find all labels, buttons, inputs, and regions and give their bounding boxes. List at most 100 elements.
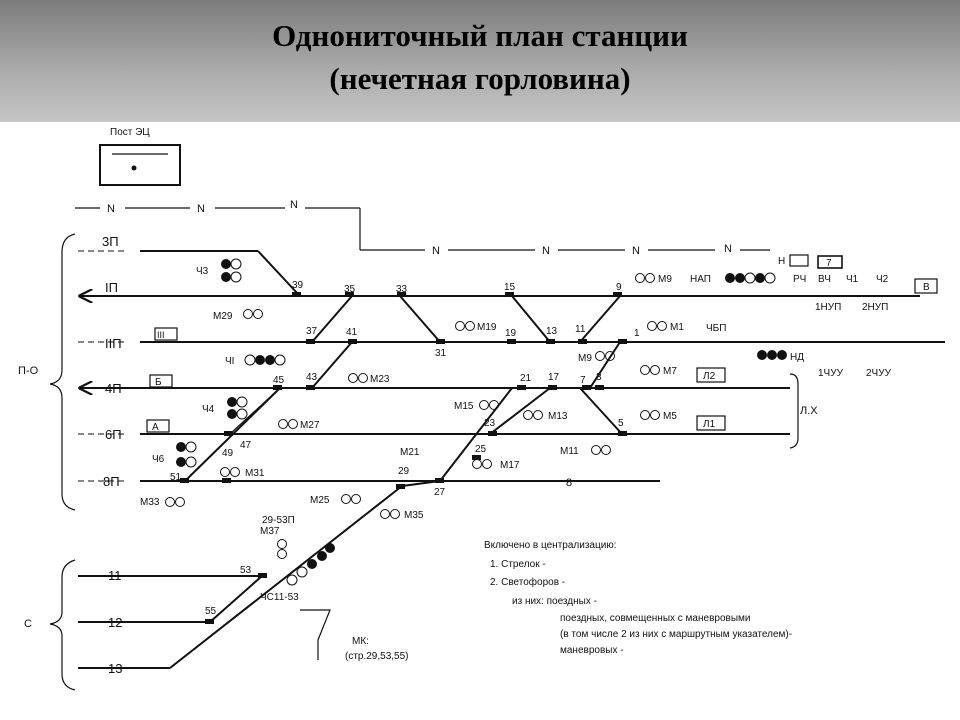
signal-m9: М9 xyxy=(658,274,672,285)
switch-17: 17 xyxy=(548,372,560,383)
tag-b: Б xyxy=(155,377,162,388)
label-1chuu: 1ЧУУ xyxy=(818,368,844,379)
n-marker-1: N xyxy=(107,203,115,215)
signal-m29: М29 xyxy=(213,311,233,322)
switch-15: 15 xyxy=(504,282,516,293)
label-v-arrow: В xyxy=(923,282,930,293)
switch-37: 37 xyxy=(306,326,318,337)
title-line-2: (нечетная горловина) xyxy=(329,61,631,96)
label-ch2: Ч2 xyxy=(876,274,889,285)
label-ch1: Ч1 xyxy=(846,274,859,285)
note-line-7: маневровых - xyxy=(560,645,624,656)
switch-19: 19 xyxy=(505,328,517,339)
signal-m37: М37 xyxy=(260,526,280,537)
switch-3: 3 xyxy=(596,372,602,383)
label-vch: ВЧ xyxy=(818,274,831,285)
switch-53: 53 xyxy=(240,565,252,576)
mk-ref: (стр.29,53,55) xyxy=(345,651,409,662)
track-label-8p: 8П xyxy=(103,474,120,489)
signal-m23: М23 xyxy=(370,374,390,385)
note-line-6: (в том числе 2 из них с маршрутным указа… xyxy=(560,629,792,640)
switch-23: 23 xyxy=(484,418,496,429)
signal-ch4: Ч4 xyxy=(202,404,215,415)
signal-m27: М27 xyxy=(300,420,320,431)
track-label-1p: IП xyxy=(105,280,118,295)
label-2chuu: 2ЧУУ xyxy=(866,368,892,379)
centralization-notes: Включено в централизацию: 1. Стрелок - 2… xyxy=(484,540,792,656)
switch-45: 45 xyxy=(273,375,285,386)
track-label-2p: IIП xyxy=(105,336,122,351)
signal-labels: Ч3 ЧI Ч4 Ч6 ЧБП М9 М29 М19 М1 М9 М23 М7 … xyxy=(140,266,726,603)
label-nd: НД xyxy=(790,352,804,363)
switch-21: 21 xyxy=(520,373,532,384)
track-label-12: 12 xyxy=(108,615,122,630)
label-box7: 7 xyxy=(826,258,832,269)
track-label-3p: 3П xyxy=(102,234,119,249)
switch-25: 25 xyxy=(475,444,487,455)
n-marker-6: N xyxy=(632,245,640,257)
group-label-po: П-О xyxy=(18,365,39,377)
label-2nup: 2НУП xyxy=(862,302,888,313)
track-label-6p: 6П xyxy=(105,427,122,442)
switch-29: 29 xyxy=(398,466,410,477)
switch-35: 35 xyxy=(344,284,356,295)
signal-m13: М13 xyxy=(548,411,568,422)
switch-49: 49 xyxy=(222,448,234,459)
signal-ch3: Ч3 xyxy=(196,266,209,277)
signal-m7: М7 xyxy=(663,366,677,377)
switch-numbers: 39 35 33 15 9 37 41 31 19 13 11 1 43 45 … xyxy=(170,280,640,617)
switch-13: 13 xyxy=(546,326,558,337)
note-line-5: поездных, совмещенных с маневровыми xyxy=(560,613,750,624)
n-marker-2: N xyxy=(197,203,205,215)
signal-chs1153: ЧС11-53 xyxy=(260,592,299,603)
switch-55: 55 xyxy=(205,606,217,617)
group-bracket-po xyxy=(49,233,76,511)
n-marker-5: N xyxy=(542,245,550,257)
note-line-4: из них: поездных - xyxy=(512,596,597,607)
post-ec-label: Пост ЭЦ xyxy=(110,127,150,138)
n-marker-4: N xyxy=(432,245,440,257)
switch-11: 11 xyxy=(575,324,586,335)
signal-m9b: М9 xyxy=(578,353,592,364)
switch-1: 1 xyxy=(634,328,640,339)
label-1nup: 1НУП xyxy=(815,302,841,313)
switch-27: 27 xyxy=(434,487,446,498)
tag-l2: Л2 xyxy=(703,371,716,382)
tag-lx: Л.Х xyxy=(800,405,818,417)
mk-label: МК: xyxy=(352,636,369,647)
signal-m15: М15 xyxy=(454,401,474,412)
tag-iii: III xyxy=(157,330,165,340)
signal-m31: М31 xyxy=(245,468,265,479)
track-label-4p: 4П xyxy=(105,381,122,396)
switch-43: 43 xyxy=(306,372,318,383)
signal-m5: М5 xyxy=(663,411,677,422)
switch-5: 5 xyxy=(618,418,624,429)
tag-a: А xyxy=(152,422,159,433)
signal-2953p: 29-53П xyxy=(262,515,295,526)
signal-m11: М11 xyxy=(560,446,579,457)
station-track-scheme: Пост ЭЦ N N N N N N N П-О С 3П IП IIП II… xyxy=(18,127,945,691)
label-nap: НАП xyxy=(690,274,711,285)
signal-chbp: ЧБП xyxy=(706,323,726,334)
signal-m1: М1 xyxy=(670,322,684,333)
label-n: Н xyxy=(778,256,785,267)
switch-41: 41 xyxy=(346,327,358,338)
note-line-2: 1. Стрелок - xyxy=(490,559,546,570)
signal-m21: М21 xyxy=(400,447,420,458)
signal-ch1: ЧI xyxy=(225,356,234,367)
n-marker-7: N xyxy=(724,243,732,255)
post-ec-indicator xyxy=(131,165,137,171)
switch-51: 51 xyxy=(170,472,182,483)
signal-m33: М33 xyxy=(140,497,160,508)
n-marker-3: N xyxy=(290,199,298,211)
switch-7: 7 xyxy=(580,375,586,386)
switch-joints xyxy=(180,292,627,624)
signal-m19: М19 xyxy=(477,322,497,333)
slide-title: Однониточный план станции (нечетная горл… xyxy=(0,14,960,100)
group-label-s: С xyxy=(24,618,32,630)
note-line-3: 2. Светофоров - xyxy=(490,576,565,588)
switch-31: 31 xyxy=(435,348,447,359)
note-line-1: Включено в централизацию: xyxy=(484,540,617,551)
signal-ch6: Ч6 xyxy=(152,454,165,465)
switch-9: 9 xyxy=(616,282,622,293)
